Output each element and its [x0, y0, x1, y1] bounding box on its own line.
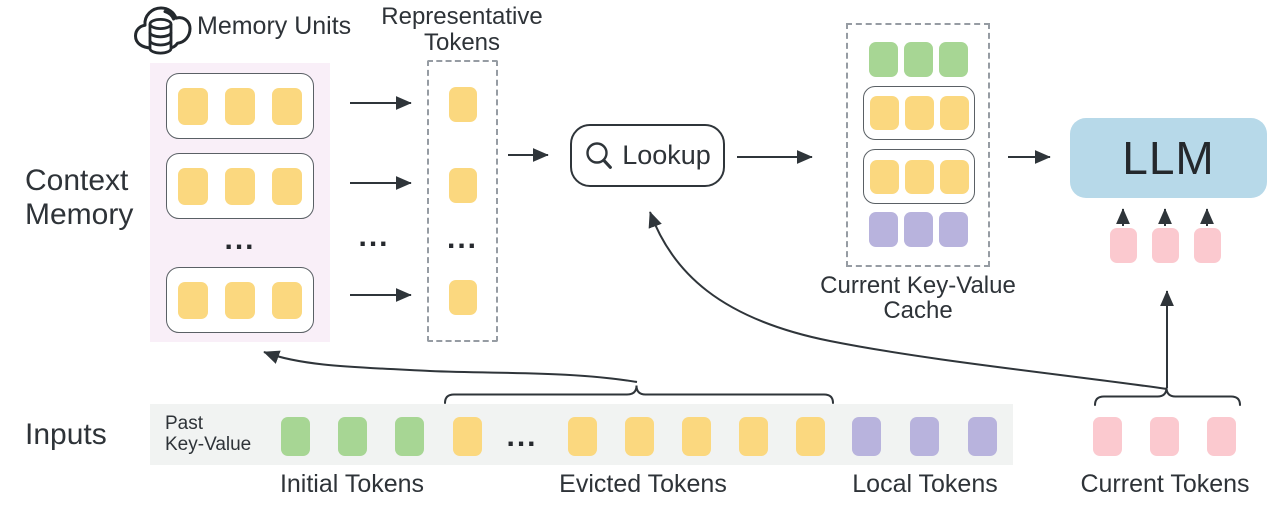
yellow-token — [178, 87, 208, 125]
pink-token — [1194, 228, 1221, 263]
yellow-token — [739, 417, 768, 456]
current-tokens-brace — [1094, 387, 1241, 406]
magnifier-icon — [586, 141, 613, 169]
current-tokens-caption: Current Tokens — [1080, 470, 1250, 498]
yellow-token — [904, 96, 934, 130]
yellow-token — [448, 168, 477, 203]
yellow-token — [568, 417, 597, 456]
yellow-token — [448, 280, 477, 315]
yellow-token — [178, 167, 208, 205]
pink-token — [1150, 417, 1179, 456]
purple-token — [968, 417, 997, 456]
purple-token — [903, 212, 933, 247]
evicted-tokens-tail — [568, 417, 825, 456]
past-key-value-label: Past Key-Value — [165, 413, 252, 455]
cloud-database-icon — [134, 6, 192, 55]
representative-tokens-box: ... — [427, 60, 498, 342]
yellow-token — [178, 281, 208, 319]
cloud-outline — [134, 6, 192, 50]
green-token — [395, 417, 424, 456]
green-token — [338, 417, 367, 456]
pink-token — [1207, 417, 1236, 456]
past-kv-strip: Past Key-Value ... — [150, 404, 1013, 465]
strip-ellipsis: ... — [506, 420, 538, 453]
current-kv-cache-box — [846, 23, 990, 267]
memory-ellipsis: ... — [224, 223, 256, 256]
llm-label: LLM — [1122, 132, 1215, 184]
yellow-token — [225, 167, 255, 205]
llm-box: LLM — [1070, 118, 1267, 198]
representative-tokens-title: Representative Tokens — [381, 3, 543, 56]
purple-token — [910, 417, 939, 456]
cache-memory-unit-1 — [863, 86, 975, 140]
yellow-token — [682, 417, 711, 456]
yellow-token — [904, 159, 934, 194]
yellow-token — [625, 417, 654, 456]
between-ellipsis: ... — [358, 220, 390, 253]
current-kv-cache-caption: Current Key-Value Cache — [820, 272, 1016, 324]
local-tokens-group — [852, 417, 997, 456]
purple-token — [938, 212, 968, 247]
cache-initial-row — [848, 42, 988, 77]
representative-ellipsis: ... — [446, 222, 478, 255]
current-tokens-group — [1093, 417, 1236, 456]
context-memory-box: ... — [150, 63, 330, 342]
memory-unit-3 — [166, 267, 314, 333]
yellow-token — [869, 159, 899, 194]
database-ridges — [148, 31, 173, 47]
purple-token — [852, 417, 881, 456]
database-sides — [148, 24, 173, 55]
representative-slot-3 — [429, 280, 496, 315]
green-token — [868, 42, 898, 77]
inputs-label: Inputs — [25, 418, 107, 451]
initial-tokens-group — [281, 417, 424, 456]
yellow-token — [272, 281, 302, 319]
local-tokens-caption: Local Tokens — [852, 470, 998, 498]
cache-memory-unit-2 — [863, 149, 975, 204]
memory-unit-1 — [166, 73, 314, 139]
yellow-token — [272, 87, 302, 125]
evicted-tokens-brace — [444, 385, 834, 404]
representative-slot-1 — [429, 87, 496, 122]
llm-input-tokens — [1110, 228, 1221, 263]
green-token — [938, 42, 968, 77]
memory-units-title: Memory Units — [197, 12, 352, 40]
yellow-token — [225, 281, 255, 319]
lookup-label: Lookup — [622, 140, 711, 170]
evicted-tokens-caption: Evicted Tokens — [559, 470, 727, 498]
cache-local-row — [848, 212, 988, 247]
yellow-token — [796, 417, 825, 456]
pink-token — [1093, 417, 1122, 456]
initial-tokens-caption: Initial Tokens — [279, 470, 425, 498]
representative-slot-2 — [429, 168, 496, 203]
curve-evicted-to-memory — [263, 350, 638, 383]
yellow-token — [939, 159, 969, 194]
context-memory-label: Context Memory — [25, 164, 134, 231]
yellow-token — [939, 96, 969, 130]
yellow-token — [453, 417, 482, 456]
memory-unit-2 — [166, 153, 314, 219]
yellow-token — [272, 167, 302, 205]
yellow-token — [869, 96, 899, 130]
yellow-token — [225, 87, 255, 125]
green-token — [281, 417, 310, 456]
cloud-inner-arc — [163, 10, 176, 21]
database-top — [148, 17, 173, 30]
pink-token — [1152, 228, 1179, 263]
evicted-tokens-head — [453, 417, 482, 456]
purple-token — [868, 212, 898, 247]
green-token — [903, 42, 933, 77]
lookup-button[interactable]: Lookup — [570, 124, 725, 187]
pink-token — [1110, 228, 1137, 263]
yellow-token — [448, 87, 477, 122]
